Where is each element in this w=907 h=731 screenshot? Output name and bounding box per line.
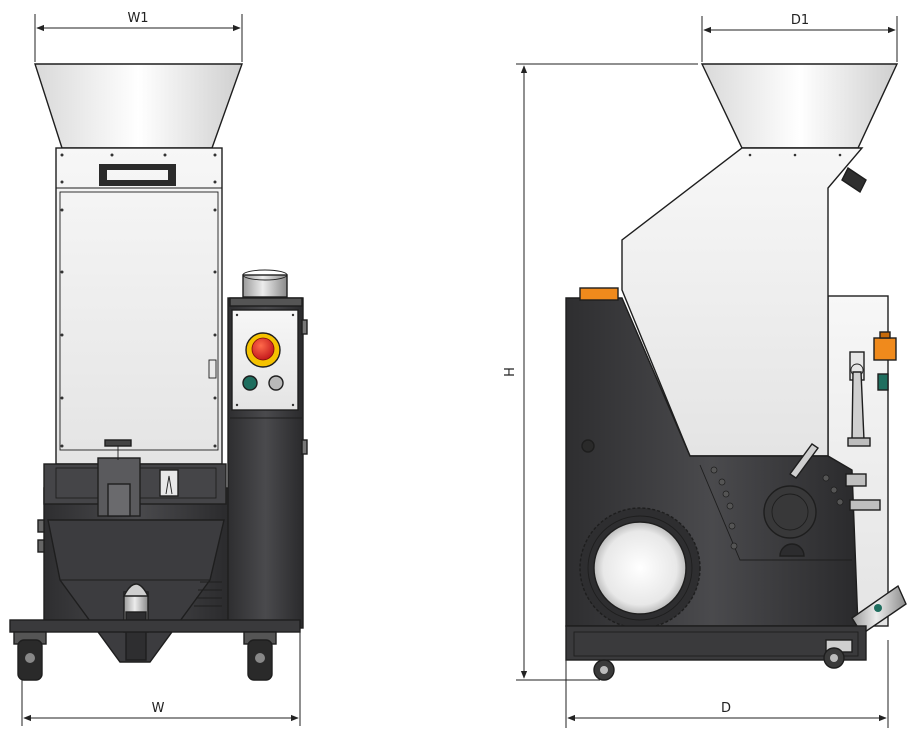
side-hopper [700, 63, 899, 149]
side-base-frame [565, 625, 867, 661]
front-base-frame [9, 619, 301, 633]
side-orange-cap [579, 287, 619, 301]
dimension-w1: W1 [34, 11, 243, 62]
dimension-d: D [565, 640, 889, 728]
side-caster-right [823, 639, 853, 669]
label-d: D [721, 701, 731, 716]
stop-button [268, 375, 284, 391]
label-h: H [503, 367, 518, 377]
dimension-w: W [21, 630, 301, 726]
side-warning-light [873, 337, 897, 361]
side-lever [847, 351, 871, 447]
front-hopper [34, 63, 243, 149]
front-caster-left [13, 631, 47, 681]
side-bearing-housing [763, 485, 817, 557]
side-caster-left [593, 659, 615, 681]
front-handle [99, 164, 176, 186]
label-w1: W1 [127, 11, 148, 26]
dimension-h: H [503, 63, 698, 681]
front-view [9, 63, 308, 681]
front-caster-right [243, 631, 277, 681]
front-upper-cabinet [55, 147, 223, 465]
front-motor-cylinder [242, 274, 288, 298]
label-w: W [152, 701, 165, 716]
label-d1: D1 [791, 13, 809, 28]
start-button [242, 375, 258, 391]
side-view [565, 63, 907, 681]
side-pulley [579, 507, 701, 629]
dimension-d1: D1 [701, 13, 898, 62]
